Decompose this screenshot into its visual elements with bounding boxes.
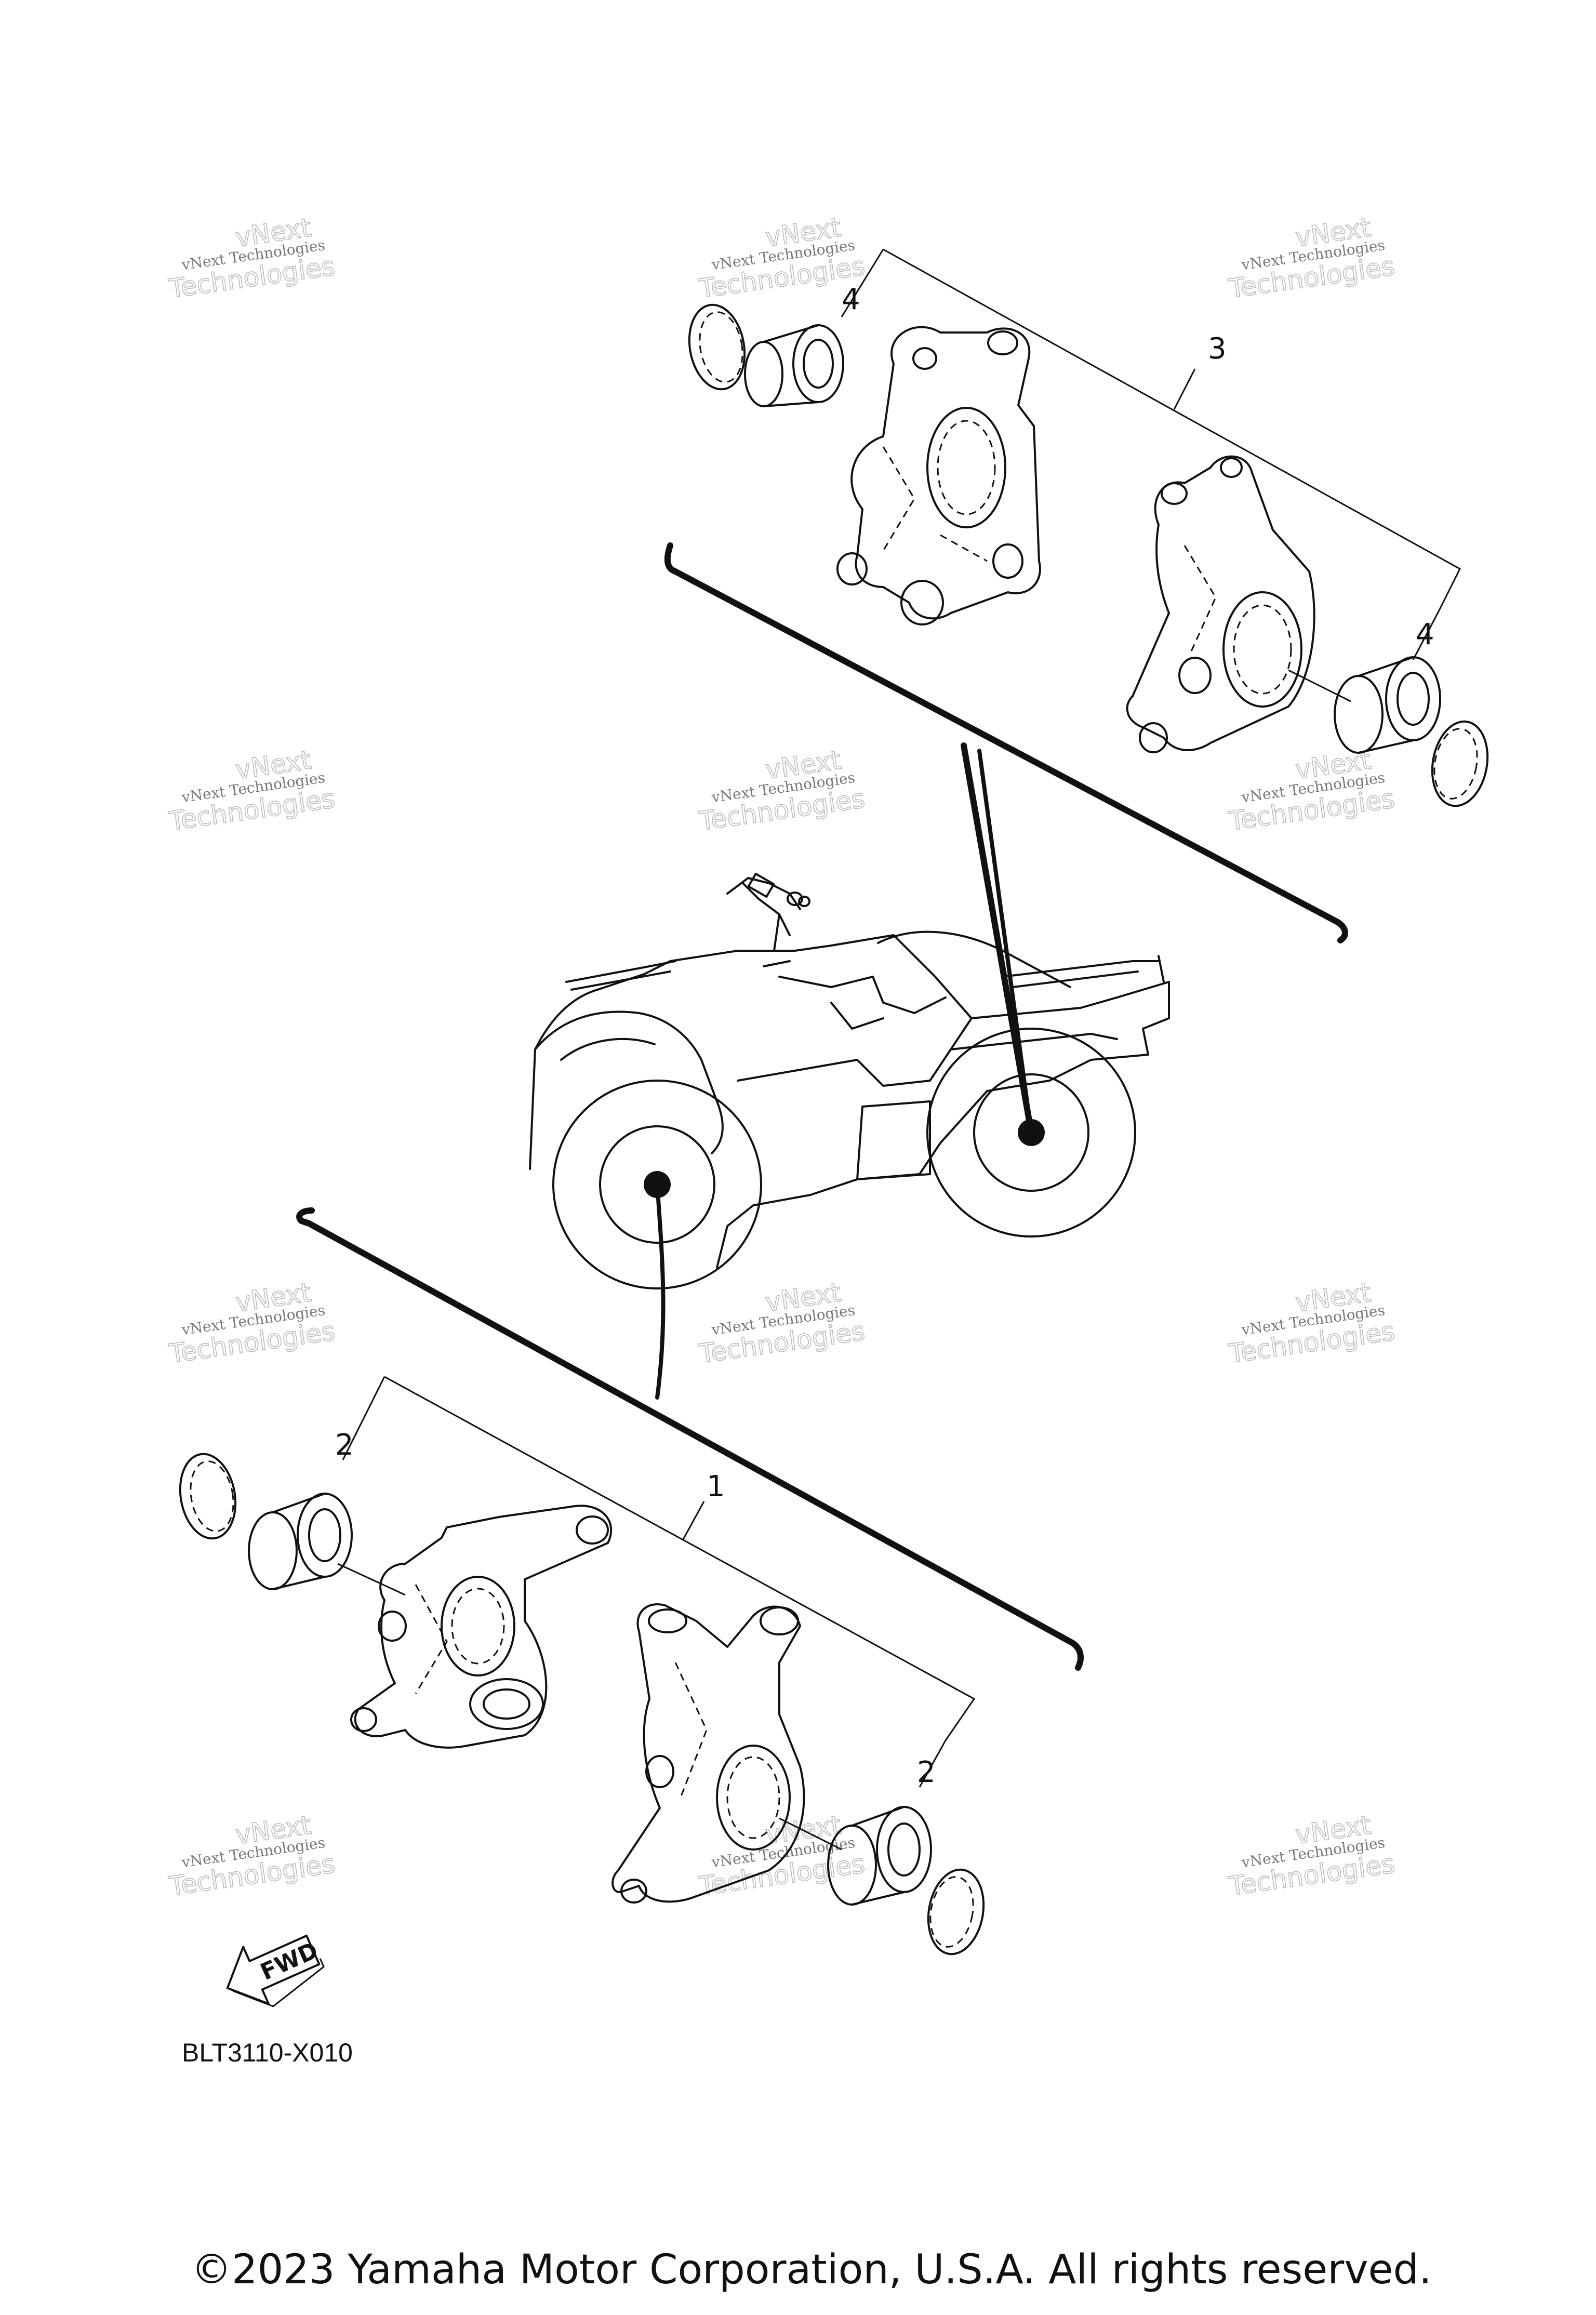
callout-leader-4-left — [841, 249, 884, 317]
callout-bracket-3 — [883, 248, 1461, 611]
circlip-front-right — [927, 1868, 985, 1955]
leader-rear-wheel — [961, 742, 1034, 1136]
watermark: vNext vNext Technologies Technologies — [166, 1810, 337, 1902]
callout-4-right: 4 — [1416, 618, 1434, 651]
circlip-rear-left — [688, 303, 746, 391]
knuckle-rear-right — [1126, 455, 1351, 753]
callout-1: 1 — [707, 1470, 725, 1504]
fwd-arrow-icon: FWD — [226, 1934, 325, 2007]
watermark: vNext vNext Technologies Technologies — [696, 744, 867, 837]
callout-leader-4-right — [1412, 610, 1440, 660]
atv-side-panel — [856, 1100, 931, 1180]
watermark: vNext vNext Technologies Technologies — [696, 1277, 867, 1369]
atv-front-fender — [534, 1010, 724, 1154]
leader-rear-wheel-taper — [977, 749, 1033, 1135]
bearing-rear-left — [744, 324, 844, 407]
callout-2-left: 2 — [335, 1428, 354, 1462]
rear-knuckle-group: 3 4 4 — [688, 248, 1489, 807]
bearing-rear-right — [1334, 656, 1441, 754]
callout-3: 3 — [1208, 332, 1227, 366]
atv-rear-rack — [1002, 955, 1165, 988]
callout-leader-3 — [1173, 368, 1196, 410]
group-bracket-front — [296, 1207, 1084, 1671]
knuckle-rear-left — [836, 326, 1041, 626]
watermark: vNext vNext Technologies Technologies — [1226, 1810, 1397, 1902]
atv-front-rack — [565, 960, 676, 991]
bearing-front-left — [248, 1493, 406, 1596]
callout-leader-2-right — [919, 1740, 947, 1788]
watermark: vNext vNext Technologies Technologies — [166, 1277, 337, 1369]
watermark: vNext vNext Technologies Technologies — [1226, 744, 1397, 837]
callout-2-right: 2 — [917, 1755, 936, 1789]
knuckle-front-right — [611, 1603, 842, 1904]
front-knuckle-group: 1 2 2 — [179, 1376, 985, 1955]
group-bracket-rear — [664, 542, 1348, 943]
rear-hub-marker — [1018, 1119, 1045, 1146]
copyright-notice: ©2023 Yamaha Motor Corporation, U.S.A. A… — [191, 2246, 1432, 2293]
bearing-front-right — [827, 1806, 932, 1906]
callout-bracket-1 — [384, 1376, 976, 1741]
watermark: vNext vNext Technologies Technologies — [1226, 212, 1397, 304]
watermark: vNext vNext Technologies Technologies — [166, 744, 337, 837]
leader-front-wheel — [655, 1182, 666, 1400]
watermark: vNext vNext Technologies Technologies — [696, 1810, 867, 1902]
circlip-rear-right — [1431, 720, 1489, 807]
callout-leader-1 — [682, 1501, 705, 1540]
watermark: vNext vNext Technologies Technologies — [696, 212, 867, 304]
knuckle-front-left — [350, 1505, 613, 1749]
atv-rear-wheel — [926, 1028, 1136, 1238]
atv-handlebar — [726, 872, 810, 967]
callout-leader-2-left — [342, 1376, 385, 1460]
watermark: vNext vNext Technologies Technologies — [166, 212, 337, 304]
atv-illustration — [529, 872, 1170, 1289]
atv-seat — [877, 930, 1071, 988]
watermark-grid: vNext vNext Technologies Technologies vN… — [166, 212, 1397, 1902]
drawing-code: BLT3110-X010 — [182, 2038, 353, 2067]
atv-body — [529, 934, 1170, 1269]
watermark: vNext vNext Technologies Technologies — [1226, 1277, 1397, 1369]
callout-4-top: 4 — [842, 283, 860, 316]
circlip-front-left — [179, 1453, 237, 1540]
